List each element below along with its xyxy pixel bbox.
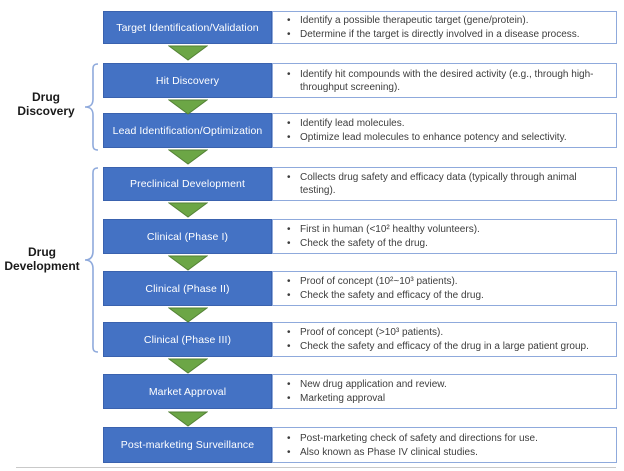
bullet-text: Post-marketing check of safety and direc… [285, 432, 612, 445]
down-arrow-icon [168, 99, 208, 115]
stage-label: Clinical (Phase I) [146, 230, 229, 243]
stage-desc-box: Proof of concept (>10³ patients). Check … [272, 322, 617, 357]
stage-desc-box: Identify lead molecules. Optimize lead m… [272, 113, 617, 148]
bullet-text: First in human (<10² healthy volunteers)… [285, 223, 612, 236]
stage-label: Hit Discovery [155, 74, 220, 87]
bullet-text: Identify lead molecules. [285, 117, 612, 130]
stage-row: Market Approval New drug application and… [0, 374, 624, 409]
bullet-text: Proof of concept (10²~10³ patients). [285, 275, 612, 288]
stage-label: Clinical (Phase III) [143, 333, 232, 346]
drug-discovery-brace-icon [84, 63, 99, 151]
stage-box: Clinical (Phase III) [103, 322, 272, 357]
stage-box: Post-marketing Surveillance [103, 427, 272, 463]
bullet-text: Optimize lead molecules to enhance poten… [285, 131, 612, 144]
down-arrow-icon [168, 411, 208, 427]
bullet-text: Check the safety of the drug. [285, 237, 612, 250]
bullet-text: Proof of concept (>10³ patients). [285, 326, 612, 339]
stage-label: Lead Identification/Optimization [112, 124, 263, 137]
bullet-text: Collects drug safety and efficacy data (… [285, 171, 612, 197]
stage-row: Preclinical Development Collects drug sa… [0, 167, 624, 201]
down-arrow-icon [168, 202, 208, 218]
down-arrow-icon [168, 358, 208, 374]
drug-development-brace-icon [84, 167, 99, 353]
bullet-text: Marketing approval [285, 392, 612, 405]
bullet-text: Identify hit compounds with the desired … [285, 68, 612, 94]
stage-box: Clinical (Phase II) [103, 271, 272, 306]
bullet-text: Determine if the target is directly invo… [285, 28, 612, 41]
bullet-text: Identify a possible therapeutic target (… [285, 14, 612, 27]
bullet-text: Check the safety and efficacy of the dru… [285, 289, 612, 302]
stage-row: Post-marketing Surveillance Post-marketi… [0, 427, 624, 463]
bullet-text: New drug application and review. [285, 378, 612, 391]
stage-box: Market Approval [103, 374, 272, 409]
stage-desc-box: Post-marketing check of safety and direc… [272, 427, 617, 463]
bullet-text: Check the safety and efficacy of the dru… [285, 340, 612, 353]
stage-desc-box: Proof of concept (10²~10³ patients). Che… [272, 271, 617, 306]
stage-row: Clinical (Phase II) Proof of concept (10… [0, 271, 624, 306]
stage-row: Hit Discovery Identify hit compounds wit… [0, 63, 624, 98]
phase-label-drug-discovery: Drug Discovery [17, 90, 75, 118]
stage-row: Clinical (Phase III) Proof of concept (>… [0, 322, 624, 357]
stage-row: Target Identification/Validation Identif… [0, 11, 624, 44]
bullet-text: Also known as Phase IV clinical studies. [285, 446, 612, 459]
stage-box: Clinical (Phase I) [103, 219, 272, 254]
stage-box: Preclinical Development [103, 167, 272, 201]
stage-label: Clinical (Phase II) [145, 282, 230, 295]
stage-label: Preclinical Development [130, 178, 245, 190]
stage-row: Clinical (Phase I) First in human (<10² … [0, 219, 624, 254]
page-bottom-divider [16, 467, 616, 468]
stage-label: Market Approval [148, 385, 227, 398]
down-arrow-icon [168, 307, 208, 323]
stage-label: Post-marketing Surveillance [120, 439, 255, 451]
stage-box: Hit Discovery [103, 63, 272, 98]
down-arrow-icon [168, 149, 208, 165]
stage-desc-box: New drug application and review. Marketi… [272, 374, 617, 409]
stage-box: Lead Identification/Optimization [103, 113, 272, 148]
stage-box: Target Identification/Validation [103, 11, 272, 44]
stage-label: Target Identification/Validation [116, 21, 259, 34]
stage-row: Lead Identification/Optimization Identif… [0, 113, 624, 148]
down-arrow-icon [168, 255, 208, 271]
stage-desc-box: Identify hit compounds with the desired … [272, 63, 617, 98]
stage-desc-box: First in human (<10² healthy volunteers)… [272, 219, 617, 254]
stage-desc-box: Identify a possible therapeutic target (… [272, 11, 617, 44]
down-arrow-icon [168, 45, 208, 61]
stage-desc-box: Collects drug safety and efficacy data (… [272, 167, 617, 201]
phase-label-drug-development: Drug Development [4, 245, 80, 273]
